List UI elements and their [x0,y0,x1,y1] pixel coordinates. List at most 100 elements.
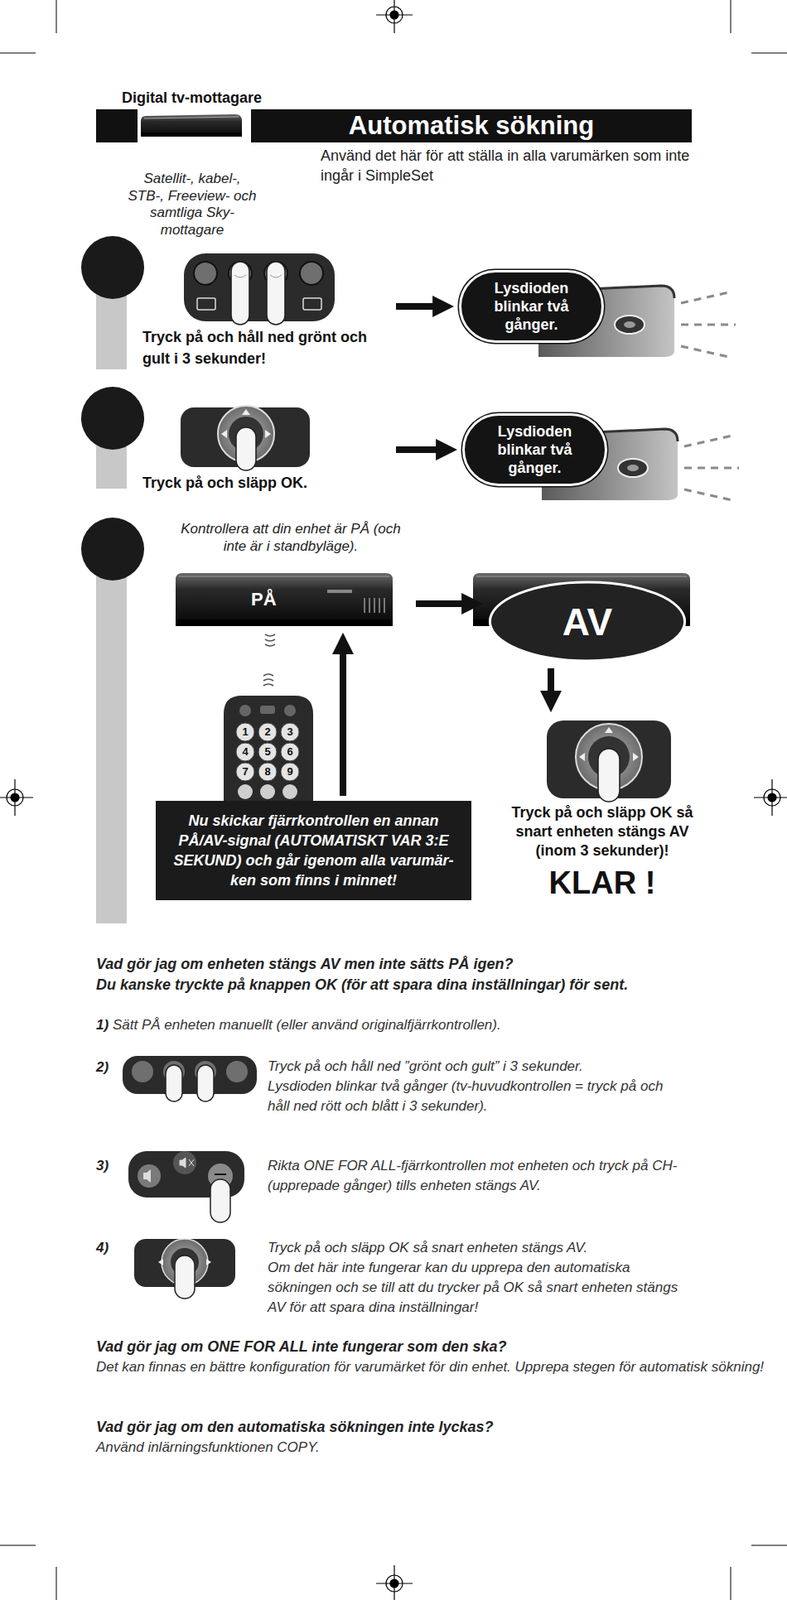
remote-control [284,704,296,717]
set-top-box [140,114,242,135]
node-text: AV [562,601,614,643]
faq-question: Vad gör jag om ONE FOR ALL inte fungerar… [96,1337,768,1357]
step-marker [96,549,127,924]
faq-illustration [143,1169,151,1183]
key-digit: 4 [236,743,255,762]
key-digit: 6 [280,743,300,762]
led-device [684,434,736,447]
node-text: Tryck på och släpp OK. [142,472,392,494]
led-device [680,346,733,358]
key-digit: 3 [280,723,300,742]
faq-step: Sätt PÅ enheten manuellt (eller använd o… [112,1015,759,1036]
signal-waves [263,674,274,686]
device-caption: Satellit-, kabel-, STB-, Freeview- och s… [124,170,261,239]
remote-keys-illustration [266,261,285,325]
registration-mark [386,6,403,24]
faq-illustration [122,1056,257,1095]
crop-marks [56,0,58,34]
led-device [684,467,739,470]
faq-illustration [165,1065,183,1102]
remote-keys-illustration [303,298,322,310]
remote-control [280,723,300,742]
node-text: Kontrollera att din enhet är PÅ (och int… [170,520,411,556]
node-text: Tryck på och håll ned grönt och gult i 3… [142,326,392,370]
remote-control [258,743,277,762]
step-number: 3) [96,1156,109,1177]
led-device [614,315,645,334]
device-on [175,573,393,620]
remote-control [223,695,314,802]
device-on [175,619,393,627]
device-off [476,576,687,578]
remote-control [280,762,300,782]
key-digit: 8 [258,762,277,782]
device-on [327,589,353,594]
signal-waves [265,634,276,647]
arrow-connector [339,651,347,797]
node-text: Tryck på och släpp OK så snart enheten s… [498,803,706,861]
step-marker [81,386,145,450]
node-text: Lysdioden blinkar två gånger. [482,422,587,478]
led-device [680,291,736,358]
crop-marks [730,1567,732,1600]
registration-mark [753,779,787,816]
faq-illustration [197,1065,214,1102]
remote-keys-illustration [197,298,216,310]
remote-keys-illustration [234,275,282,278]
arrow-connector [395,303,436,310]
faq-step: Rikta ONE FOR ALL-fjärrkontrollen mot en… [267,1156,682,1197]
remote-control [258,762,277,782]
faq-question: Vad gör jag om den automatiska sökningen… [96,1417,768,1438]
key-digit: 5 [258,743,277,762]
device-on [178,576,390,578]
step-instruction: Tryck på och håll ned grönt och gult i 3… [142,250,392,370]
remote-control [236,762,255,782]
arrow-connector [395,446,440,454]
remote-control [260,705,276,715]
off-ellipse: AV [487,579,687,664]
faq-illustration [128,1151,245,1223]
registration-mark [390,10,399,20]
registration-mark [376,0,413,34]
faq-step: Tryck på och håll ned ”grönt och gult” i… [267,1057,682,1077]
faq-illustration [131,1061,154,1083]
step-instruction: Tryck på och släpp OK. [142,404,392,494]
step-marker [81,236,145,300]
signal-waves [263,634,276,686]
faq-illustration [134,1239,236,1299]
faq-illustration [122,1056,257,1102]
set-top-box [144,116,239,119]
registration-mark [0,779,34,816]
registration-mark [763,789,781,807]
led-device [684,489,736,502]
info-box: Nu skickar fjärrkontrollen en annan PÅ/A… [155,801,472,901]
crop-marks [730,0,732,34]
step-number: 1) [96,1015,109,1036]
crop-marks [0,1545,36,1547]
registration-mark [767,793,777,802]
device-on [368,598,371,614]
ok-key-illustration [598,748,620,802]
remote-keys-illustration [299,261,324,285]
faq-question: Du kanske tryckte på knappen OK (för att… [96,975,768,995]
device-on [364,598,385,614]
faq-step: Lysdioden blinkar två gånger (tv-huvudko… [267,1076,682,1117]
device-on [378,598,381,614]
step-number: 4) [96,1238,109,1259]
led-device [627,464,639,472]
device-on: Kontrollera att din enhet är PÅ (och int… [170,520,411,628]
crop-marks [56,1567,58,1600]
title-bar [96,109,692,143]
key-digit: 7 [236,762,255,782]
remote-control [236,723,255,742]
remote-control [223,695,314,802]
remote-keys-illustration [183,253,335,322]
remote-control [282,784,298,800]
ok-key-illustration [236,427,256,471]
ok-key-illustration [180,405,310,471]
ellipse-outline [489,582,685,662]
node-text: Nu skickar fjärrkontrollen en annan PÅ/A… [167,811,460,891]
set-top-box [140,132,242,137]
faq-illustration [179,1158,194,1169]
